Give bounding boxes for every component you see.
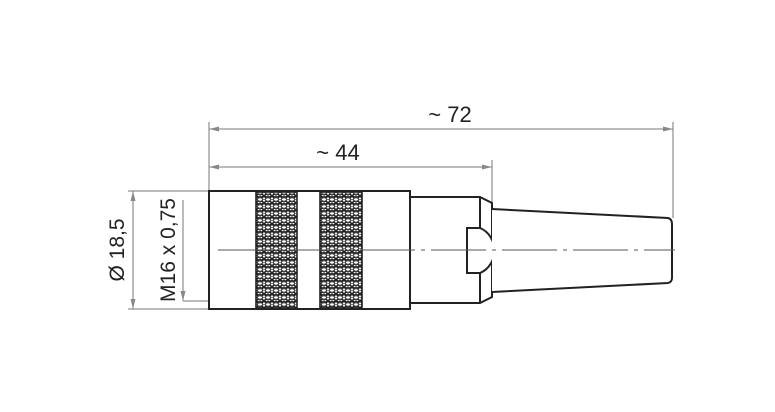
body-length-label: ~ 44 [316,140,359,165]
dimension-thread: M16 x 0,75 [157,198,209,302]
dimension-diameter: Ø 18,5 [106,190,209,310]
dimension-overall-length: ~ 72 [208,102,674,218]
dimension-body-length: ~ 44 [209,140,493,203]
diameter-label: Ø 18,5 [106,218,129,281]
thread-label: M16 x 0,75 [157,198,180,302]
overall-length-label: ~ 72 [428,102,471,127]
